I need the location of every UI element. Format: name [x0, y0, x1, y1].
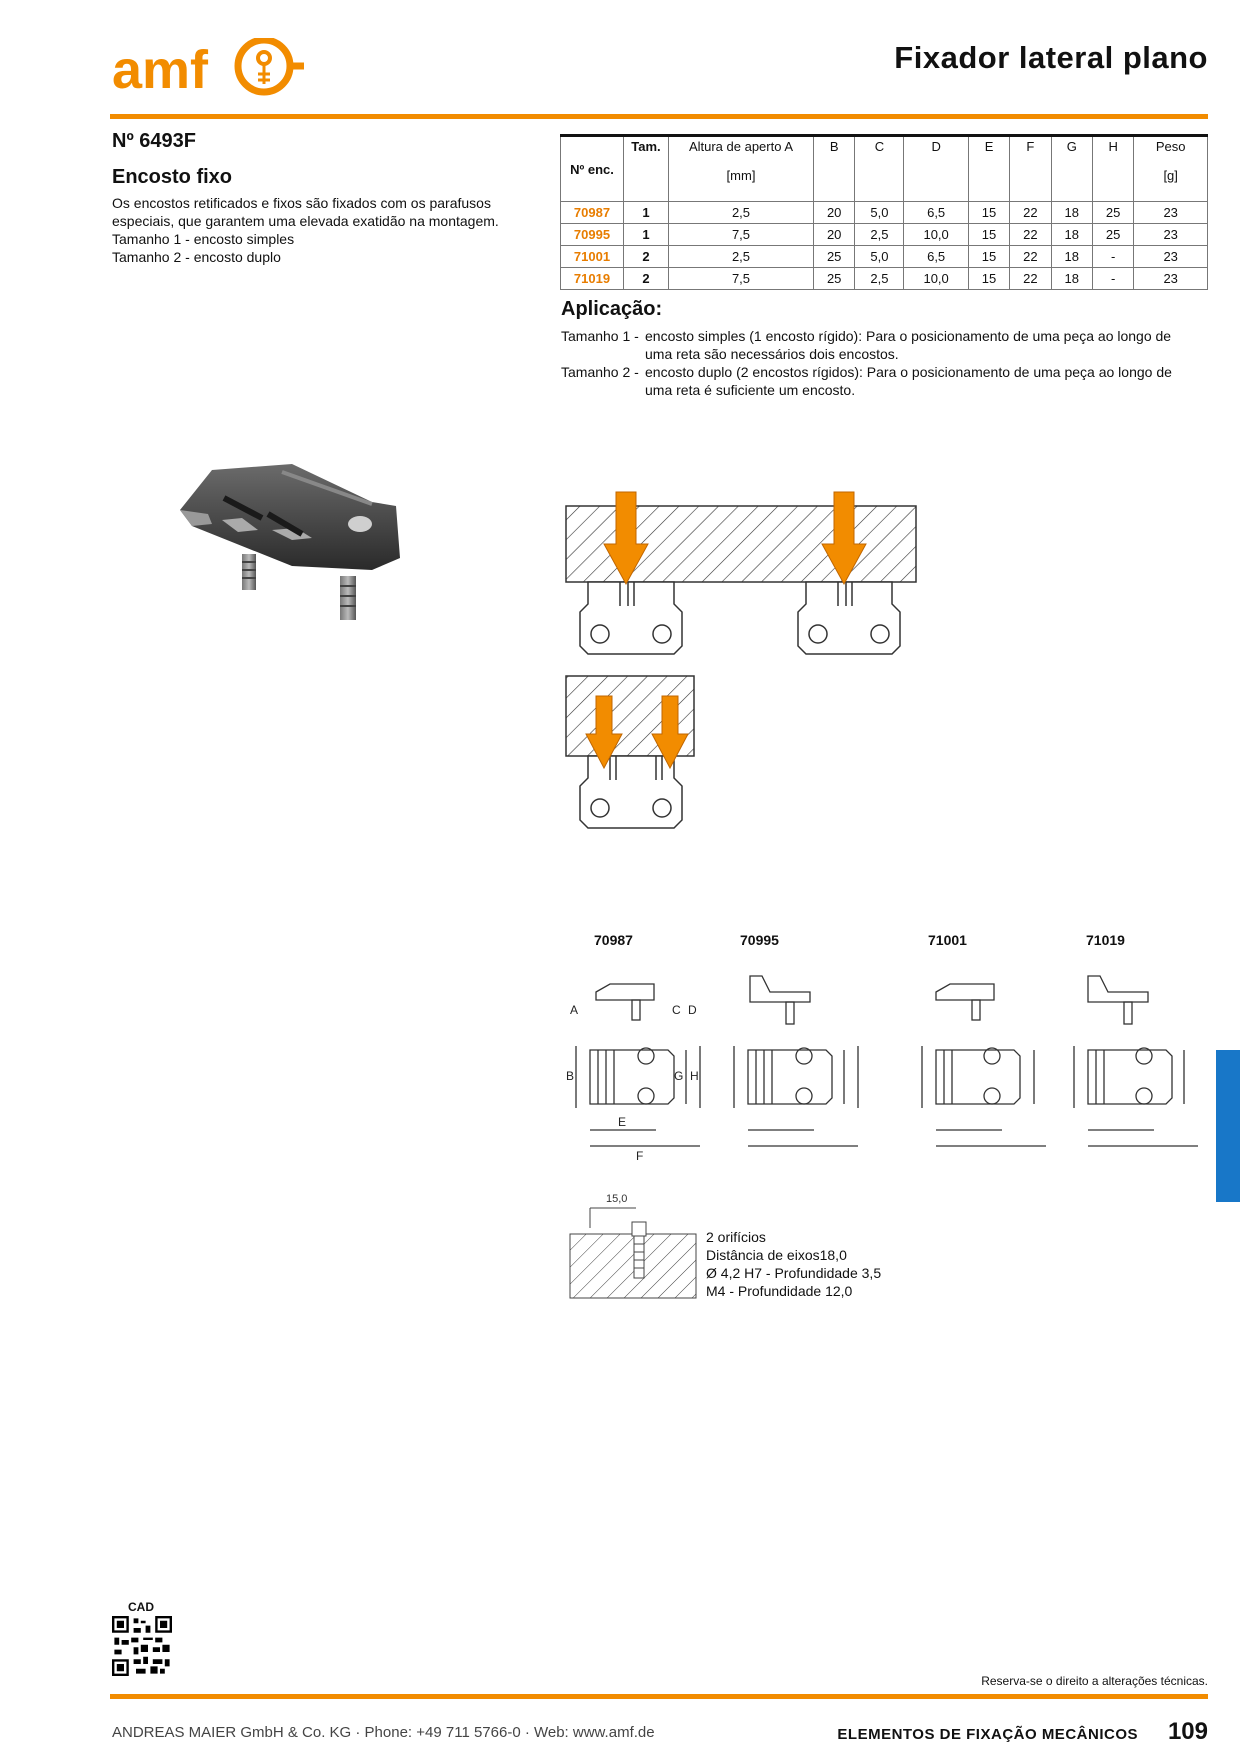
hole-dimension: 15,0 [606, 1193, 627, 1205]
footer-company: ANDREAS MAIER GmbH & Co. KG · Phone: +49… [112, 1724, 655, 1741]
product-description: Os encostos retificados e fixos são fixa… [112, 194, 532, 266]
top-rule [110, 114, 1208, 119]
application-title: Aplicação: [561, 298, 663, 320]
col-header-e: E [967, 135, 1011, 202]
application-item: Tamanho 1 - encosto simples (1 encosto r… [561, 328, 1172, 362]
col-header-a: Altura de aperto A[mm] [668, 135, 814, 202]
application-text: Tamanho 1 - encosto simples (1 encosto r… [561, 327, 1201, 399]
diagram-label-70987: 70987 [594, 932, 633, 948]
article-number: Nº 6493F [112, 130, 197, 152]
description-line: especiais, que garantem uma elevada exat… [112, 213, 499, 229]
diagram-label-71019: 71019 [1086, 932, 1125, 948]
page-number: 109 [1167, 1718, 1208, 1745]
dim-label-e: E [618, 1115, 626, 1129]
col-header-c: C [854, 135, 905, 202]
col-header-weight: Peso[g] [1133, 135, 1208, 202]
footer-section: ELEMENTOS DE FIXAÇÃO MECÂNICOS [837, 1726, 1138, 1743]
col-header-size: Tam. [623, 135, 669, 202]
product-photo [180, 464, 400, 620]
dim-label-c: C [672, 1003, 681, 1017]
application-diagram [565, 491, 917, 829]
product-subtitle: Encosto fixo [112, 166, 233, 188]
reserve-note: Reserva-se o direito a alterações técnic… [981, 1674, 1208, 1688]
description-line: Os encostos retificados e fixos são fixa… [112, 195, 491, 211]
dimension-drawings: B G H E F A C D [566, 975, 1198, 1163]
col-header-number: Nº enc. [560, 135, 624, 202]
col-header-f: F [1009, 135, 1052, 202]
cad-qr-code-icon[interactable] [112, 1616, 172, 1676]
dim-label-g: G [674, 1069, 683, 1083]
hole-notes: 2 orifícios Distância de eixos18,0 Ø 4,2… [706, 1229, 882, 1299]
col-header-b: B [812, 135, 856, 202]
dim-label-a: A [570, 1003, 578, 1017]
diagram-label-71001: 71001 [928, 932, 967, 948]
cad-label: CAD [128, 1600, 154, 1614]
dim-label-h: H [690, 1069, 699, 1083]
mounting-hole-drawing: 15,0 [569, 1193, 697, 1299]
diagram-label-70995: 70995 [740, 932, 779, 948]
col-header-h: H [1091, 135, 1135, 202]
dim-label-b: B [566, 1069, 574, 1083]
spec-table: Nº enc. Tam. Altura de aperto A[mm] B C … [560, 134, 1208, 290]
table-header-row: Nº enc. Tam. Altura de aperto A[mm] B C … [560, 135, 1208, 202]
page-title: Fixador lateral plano [894, 40, 1208, 75]
application-item: Tamanho 2 - encosto duplo (2 encostos rí… [561, 364, 1172, 398]
col-header-g: G [1050, 135, 1093, 202]
amf-logo: amf [112, 38, 304, 96]
section-side-tab [1216, 1050, 1240, 1202]
dim-label-f: F [636, 1149, 643, 1163]
col-header-d: D [903, 135, 969, 202]
bottom-rule [110, 1694, 1208, 1699]
dim-label-d: D [688, 1003, 697, 1017]
description-line: Tamanho 1 - encosto simples [112, 231, 295, 247]
logo-text: amf [112, 40, 209, 96]
description-line: Tamanho 2 - encosto duplo [112, 249, 281, 265]
